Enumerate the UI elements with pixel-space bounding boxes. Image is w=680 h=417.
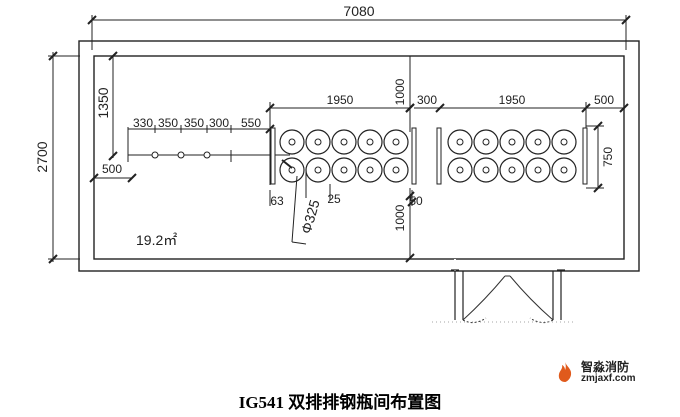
detail-dimensions — [269, 159, 417, 245]
total-length-dimension — [87, 15, 631, 50]
brand-logo: 智淼消防 zmjaxf.com — [553, 358, 663, 386]
pipe-spacing-2: 350 — [158, 116, 178, 130]
cylinder-diameter-label: Φ325 — [298, 198, 323, 236]
right-margin-dimension — [586, 103, 629, 113]
total-length-label: 7080 — [343, 3, 374, 19]
bottom-clearance-label: 1000 — [393, 204, 407, 231]
figure-caption: IG541 双排排钢瓶间布置图 — [238, 393, 442, 412]
pipe-spacing-4: 300 — [209, 116, 229, 130]
detail-25-label: 25 — [327, 192, 341, 206]
bank-depth-dimension — [586, 121, 604, 193]
detail-63-label: 63 — [270, 194, 284, 208]
room-width-label: 2700 — [34, 141, 50, 172]
cylinder-bank-1-valves — [288, 138, 400, 174]
bank-2-length-label: 1950 — [499, 93, 526, 107]
flame-icon — [558, 362, 572, 382]
left-offset-label: 1350 — [95, 87, 111, 118]
bank-1-length-label: 1950 — [327, 93, 354, 107]
brand-name: 智淼消防 — [581, 360, 630, 374]
pipe-spacing-1: 330 — [133, 116, 153, 130]
right-margin-label: 500 — [594, 93, 614, 107]
top-clearance-dimension — [405, 56, 415, 132]
pipe-gap-label: 550 — [241, 116, 261, 130]
outer-wall — [78, 40, 640, 272]
cylinder-bank-1 — [279, 129, 409, 183]
cylinder-bank-2-valves — [456, 138, 568, 174]
room-width-dimension — [48, 51, 80, 264]
partition-bars — [270, 127, 588, 185]
detail-50-label: 50 — [409, 194, 423, 208]
top-clearance-label: 1000 — [393, 78, 407, 105]
door-leaves — [462, 275, 554, 324]
floor-area-label: 19.2㎡ — [136, 232, 177, 248]
pipe-branch-points — [151, 151, 211, 159]
bank-gap-label: 300 — [417, 93, 437, 107]
door-opening — [451, 259, 565, 320]
left-margin-dimension — [89, 173, 137, 183]
inner-wall — [93, 55, 625, 260]
bank-depth-label: 750 — [601, 147, 615, 167]
bottom-clearance-dimension — [405, 188, 415, 263]
cylinder-bank-2 — [447, 129, 577, 183]
left-offset-dimension — [108, 51, 118, 161]
brand-url: zmjaxf.com — [581, 373, 636, 384]
left-margin-label: 500 — [102, 162, 122, 176]
pipe-spacing-3: 350 — [184, 116, 204, 130]
